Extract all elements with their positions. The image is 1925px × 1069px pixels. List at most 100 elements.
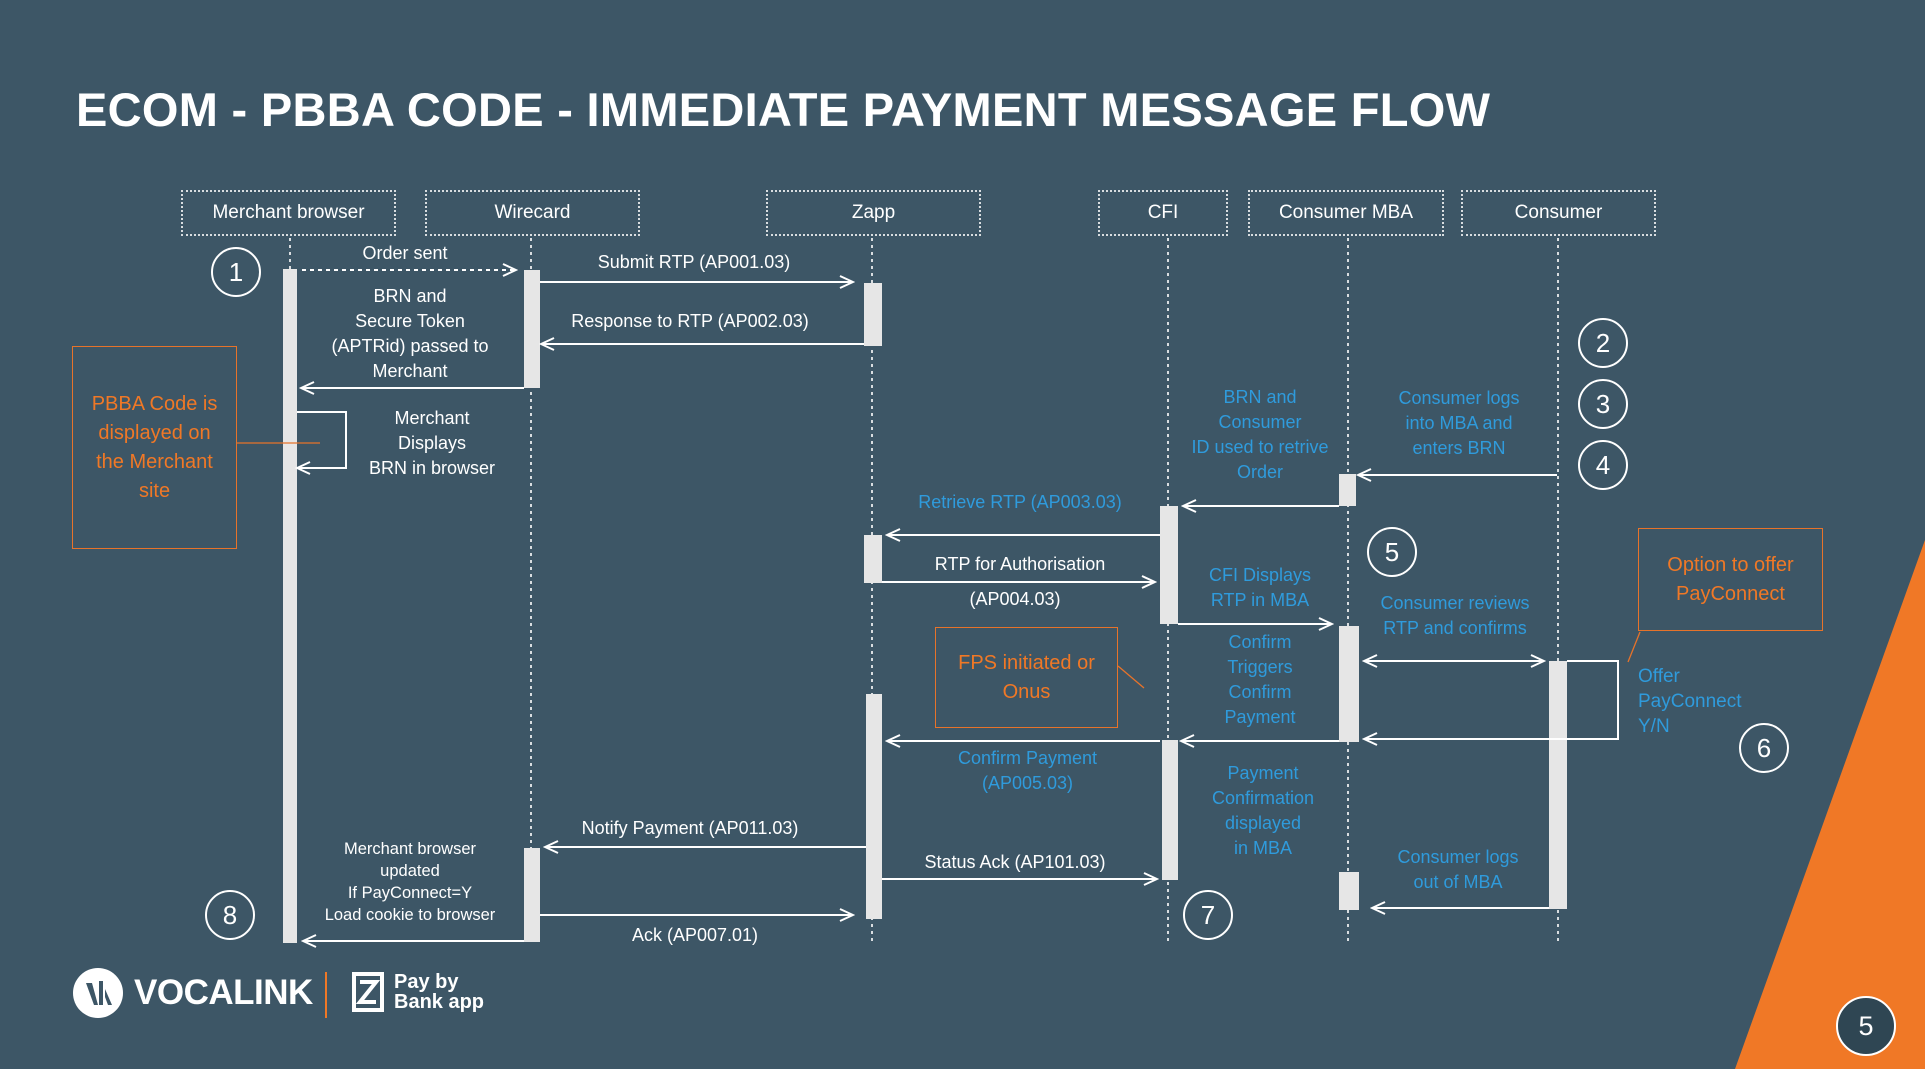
note-pbba-displayed-line: site [138,479,171,502]
label-payment-confirmation-line: Payment [1227,763,1299,783]
note-fps-initiated-line: Onus [1002,680,1051,703]
label-consumer-logs-in-line: Consumer logs [1398,388,1520,408]
activation-cfi-1 [1160,506,1178,624]
label-confirm-payment-line: (AP005.03) [981,773,1074,793]
label-cfi-displays-line: CFI Displays [1208,565,1311,585]
arrow-self-merchant-displays [297,411,347,468]
label-browser-updated-line: updated [380,862,440,880]
label-browser-updated-line: Load cookie to browser [324,906,496,924]
connector-payconnect-note [1627,631,1641,663]
logo-divider [325,972,327,1018]
note-option-payconnect: Option to offer PayConnect [1638,528,1823,631]
label-brn-token-line: (APTRid) passed to [331,336,489,356]
label-brn-token: BRN and Secure Token (APTRid) passed to … [320,284,500,384]
vocalink-mark-icon [73,968,123,1018]
step-number-5: 5 [1367,527,1417,577]
vocalink-logo-text: VOCALINK [134,973,313,1012]
activation-merchant-browser [283,269,297,943]
pbba-logo: Pay by Bank app [348,968,484,1016]
label-brn-consumer-id-line: ID used to retrive [1191,437,1329,457]
step-number-2: 2 [1578,318,1628,368]
label-cfi-displays: CFI Displays RTP in MBA [1180,563,1340,613]
label-confirm-triggers-line: Confirm [1228,682,1292,702]
arrow-offer-payconnect [1365,660,1619,739]
pbba-logo-line: Pay by [394,971,459,993]
participant-wirecard: Wirecard [425,190,640,236]
page-number: 5 [1836,996,1896,1056]
label-status-ack: Status Ack (AP101.03) [924,852,1106,872]
label-confirm-triggers-line: Confirm [1228,632,1292,652]
label-payment-confirmation: Payment Confirmation displayed in MBA [1183,761,1343,861]
participant-consumer-mba: Consumer MBA [1248,190,1444,236]
label-merchant-displays-line: Displays [397,433,467,453]
activation-mba-2 [1339,626,1359,742]
label-merchant-displays: Merchant Displays BRN in browser [352,406,512,481]
activation-cfi-2 [1162,740,1178,880]
label-response-rtp: Response to RTP (AP002.03) [571,311,809,331]
label-payment-confirmation-line: Confirmation [1211,788,1315,808]
label-brn-consumer-id-line: BRN and [1223,387,1297,407]
step-number-8: 8 [205,890,255,940]
label-merchant-displays-line: Merchant [394,408,470,428]
participant-cfi: CFI [1098,190,1228,236]
pbba-mark-icon [352,972,384,1012]
step-number-3: 3 [1578,379,1628,429]
activation-mba-3 [1339,872,1359,910]
label-confirm-triggers-line: Triggers [1227,657,1293,677]
label-offer-payconnect-line: PayConnect [1638,691,1742,712]
activation-mba-1 [1339,474,1356,506]
label-merchant-displays-line: BRN in browser [368,458,496,478]
label-browser-updated-line: If PayConnect=Y [347,884,473,902]
label-consumer-reviews-line: Consumer reviews [1380,593,1530,613]
participant-merchant-browser: Merchant browser [181,190,396,236]
activation-zapp-3 [866,694,882,919]
orange-corner-decoration [1735,540,1925,1069]
participant-zapp: Zapp [766,190,981,236]
label-brn-token-line: Secure Token [355,311,465,331]
label-brn-consumer-id: BRN and Consumer ID used to retrive Orde… [1175,385,1345,485]
label-notify-payment: Notify Payment (AP011.03) [581,818,799,838]
activation-bars [283,269,1567,943]
activation-wirecard-1 [524,270,540,388]
label-rtp-authorisation-code: (AP004.03) [969,589,1061,609]
activation-wirecard-2 [524,848,540,942]
step-number-4: 4 [1578,440,1628,490]
label-consumer-logs-in-line: into MBA and [1405,413,1513,433]
label-rtp-authorisation: RTP for Authorisation [934,554,1106,574]
note-option-payconnect-line: Option to offer [1667,553,1794,576]
label-confirm-triggers: Confirm Triggers Confirm Payment [1190,630,1330,730]
step-number-1: 1 [211,247,261,297]
note-fps-initiated-line: FPS initiated or [958,651,1095,674]
note-option-payconnect-line: PayConnect [1676,582,1785,605]
step-number-7: 7 [1183,890,1233,940]
label-consumer-logs-in-line: enters BRN [1412,438,1506,458]
activation-consumer [1549,661,1567,909]
label-brn-consumer-id-line: Order [1236,462,1283,482]
label-brn-token-line: Merchant [372,361,448,381]
label-consumer-logs-out: Consumer logs out of MBA [1378,845,1538,895]
note-pbba-displayed-line: PBBA Code is [91,392,218,415]
note-pbba-displayed: PBBA Code is displayed on the Merchant s… [72,346,237,549]
activation-zapp-2 [864,535,882,583]
label-order-sent: Order sent [362,243,448,263]
note-pbba-displayed-line: displayed on [98,421,211,444]
pbba-logo-line: Bank app [394,991,485,1013]
label-confirm-triggers-line: Payment [1224,707,1296,727]
label-payment-confirmation-line: in MBA [1233,838,1293,858]
label-confirm-payment-line: Confirm Payment [957,748,1098,768]
label-browser-updated-line: Merchant browser [343,840,477,858]
label-browser-updated: Merchant browser updated If PayConnect=Y… [310,838,510,926]
label-offer-payconnect-line: Offer [1638,666,1680,687]
label-cfi-displays-line: RTP in MBA [1210,590,1310,610]
note-connectors [237,442,1641,689]
label-confirm-payment: Confirm Payment (AP005.03) [930,746,1125,796]
message-arrows [297,270,1619,941]
label-ack: Ack (AP007.01) [631,925,759,945]
participant-consumer: Consumer [1461,190,1656,236]
label-submit-rtp: Submit RTP (AP001.03) [597,252,791,272]
note-pbba-displayed-line: the Merchant [96,450,213,473]
label-brn-token-line: BRN and [373,286,447,306]
label-offer-payconnect-line: Y/N [1638,716,1670,737]
label-consumer-reviews-line: RTP and confirms [1383,618,1527,638]
